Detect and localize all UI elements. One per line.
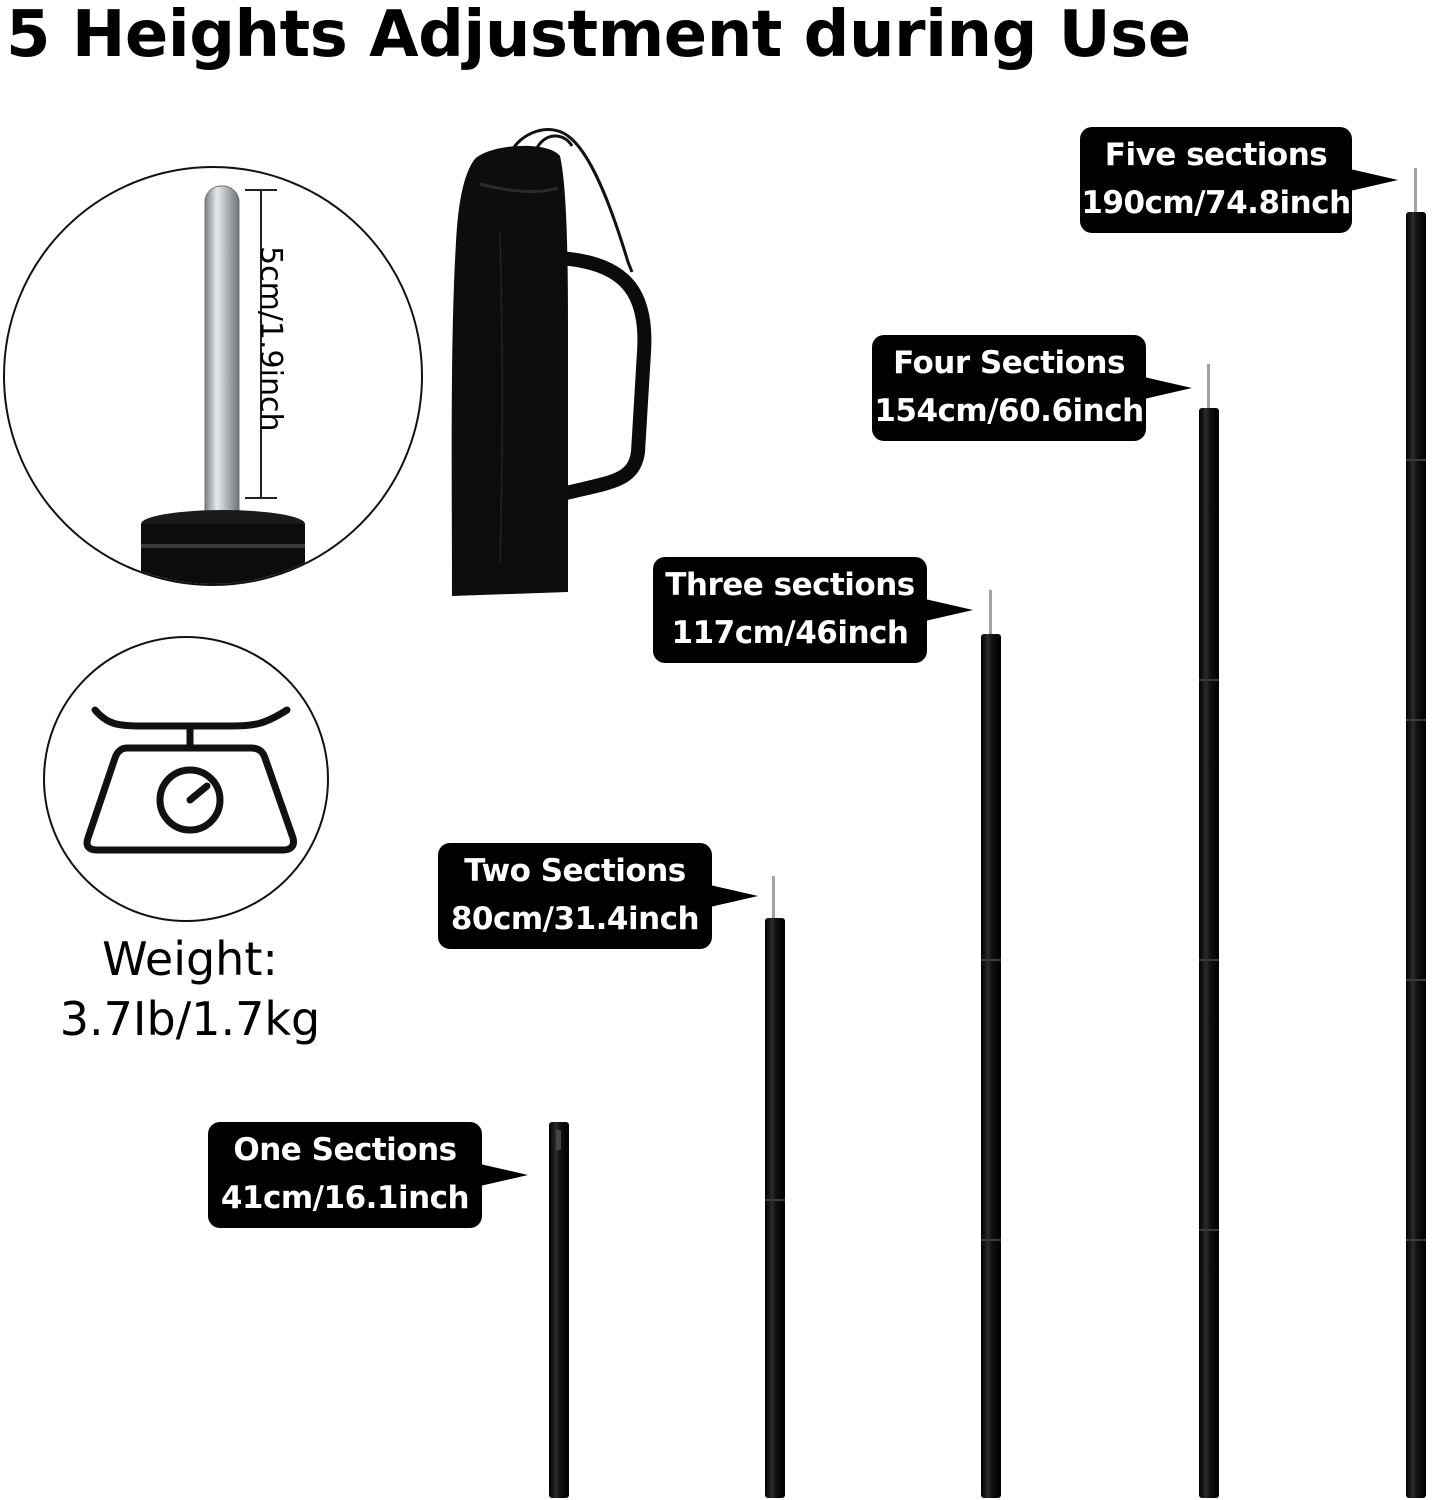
callout-two-sections: Two Sections 80cm/31.4inch — [438, 843, 758, 949]
callout-four-sections: Four Sections 154cm/60.6inch — [872, 335, 1192, 441]
pole-three-sections — [981, 590, 1001, 1498]
carry-bag-icon — [451, 128, 652, 597]
pole-one-section — [549, 1122, 569, 1498]
callout-length: 154cm/60.6inch — [874, 393, 1144, 429]
callout-three-sections: Three sections 117cm/46inch — [653, 557, 973, 663]
weight-label: Weight: — [102, 932, 278, 986]
callout-length: 190cm/74.8inch — [1081, 185, 1351, 221]
callout-sections: Five sections — [1104, 137, 1328, 173]
callout-five-sections: Five sections 190cm/74.8inch — [1080, 127, 1398, 233]
page-title: 5 Heights Adjustment during Use — [6, 0, 1191, 72]
callout-sections: One Sections — [233, 1132, 457, 1168]
tip-length-label: 5cm/1.9inch — [253, 246, 288, 432]
callout-length: 117cm/46inch — [671, 615, 910, 651]
pole-four-sections — [1199, 364, 1219, 1498]
pole-five-sections — [1406, 168, 1426, 1498]
weighing-scale-icon — [43, 636, 329, 922]
callout-sections: Three sections — [665, 567, 915, 603]
pin-tip-closeup-icon — [3, 166, 423, 586]
callout-one-section: One Sections 41cm/16.1inch — [208, 1122, 528, 1228]
callout-length: 41cm/16.1inch — [220, 1180, 470, 1216]
callout-sections: Four Sections — [893, 345, 1125, 381]
callout-sections: Two Sections — [464, 853, 686, 889]
weight-value: 3.7Ib/1.7kg — [59, 992, 321, 1046]
callout-length: 80cm/31.4inch — [450, 901, 700, 937]
pole-two-sections — [765, 876, 785, 1498]
